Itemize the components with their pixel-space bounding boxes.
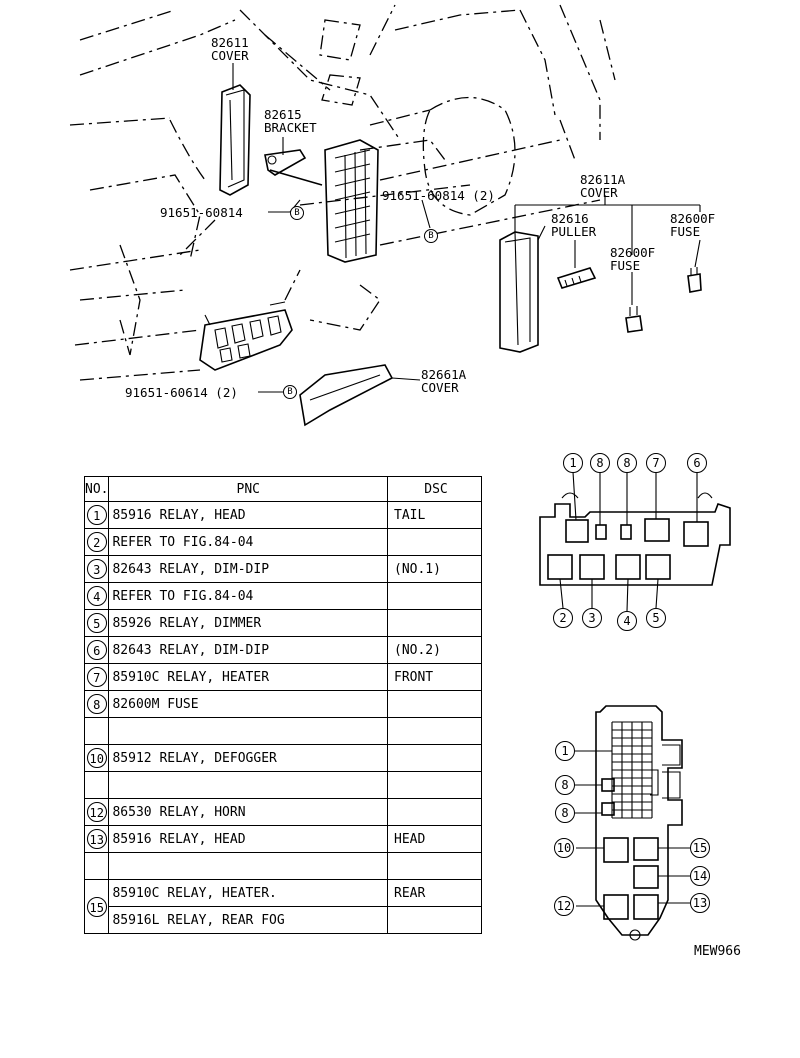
row-dsc (387, 717, 482, 745)
row-number-badge: 2 (86, 532, 107, 552)
row-pnc: REFER TO FIG.84-04 (108, 582, 388, 610)
table-row (83, 771, 482, 799)
upper-bottom-number-badge: 2 (553, 608, 573, 628)
callout-cover-a-pnc: 82611A (580, 172, 626, 187)
lower-right-number-badge: 14 (690, 866, 710, 886)
row-pnc: 82643 RELAY, DIM-DIP (108, 636, 388, 664)
table-row: 85916L RELAY, REAR FOG (85, 906, 482, 934)
callout-bolt-left-mark: B (290, 206, 304, 220)
upper-bottom-number-badge: 4 (617, 611, 637, 631)
row-dsc: FRONT (387, 663, 482, 691)
row-pnc: 85916 RELAY, HEAD (108, 501, 388, 529)
upper-top-number-badge: 8 (590, 453, 610, 473)
callout-bolt-bottom-pnc: 91651-60614 (2) (125, 385, 238, 400)
lower-left-number-badge: 8 (555, 803, 575, 823)
lower-left-number-badge: 8 (555, 775, 575, 795)
row-dsc (387, 798, 482, 826)
row-number-badge: 12 (86, 802, 107, 822)
upper-top-number-badge: 1 (563, 453, 583, 473)
upper-bottom-number-badge: 3 (582, 608, 602, 628)
callout-puller-pnc: 82616 (551, 211, 589, 226)
figure-code: MEW966 (694, 944, 741, 959)
callout-cover-bottom-name: COVER (421, 380, 459, 395)
callout-cover-name: COVER (211, 48, 249, 63)
callout-bracket-pnc: 82615 (264, 107, 302, 122)
row-no-cell: 1 (83, 501, 110, 529)
row-no-cell: 6 (83, 636, 110, 664)
row-dsc (387, 690, 482, 718)
row-number-badge: 15 (86, 896, 107, 917)
header-pnc: PNC (108, 476, 388, 502)
exploded-diagram (69, 4, 702, 427)
row-number-badge: 1 (86, 505, 107, 525)
row-pnc: 85916L RELAY, REAR FOG (108, 906, 388, 934)
row-pnc (108, 852, 388, 880)
row-pnc: 82600M FUSE (108, 690, 388, 718)
row-number-badge: 7 (86, 667, 107, 687)
row-number-badge: 4 (86, 586, 107, 606)
callout-cover-a-name: COVER (580, 185, 618, 200)
row-no-cell: 15 (83, 879, 110, 934)
row-number-badge: 6 (86, 640, 107, 660)
lower-right-number-badge: 13 (690, 893, 710, 913)
lower-right-number-badge: 15 (690, 838, 710, 858)
lower-left-number-badge: 1 (555, 741, 575, 761)
callout-bolt-bottom-mark: B (283, 385, 297, 399)
callout-puller-name: PULLER (551, 224, 597, 239)
row-pnc: REFER TO FIG.84-04 (108, 528, 388, 556)
callout-fuse-right-pnc: 82600F (670, 211, 716, 226)
row-number-badge: 10 (86, 748, 107, 768)
row-dsc (387, 852, 482, 880)
row-dsc (387, 906, 482, 934)
row-no-cell: 4 (83, 582, 110, 610)
lower-fuse-block (575, 705, 690, 941)
upper-top-number-badge: 8 (617, 453, 637, 473)
row-pnc: 85910C RELAY, HEATER (108, 663, 388, 691)
upper-top-number-badge: 7 (646, 453, 666, 473)
row-no-cell: 7 (83, 663, 110, 691)
row-no-cell (83, 717, 110, 745)
callout-fuse-mid-name: FUSE (610, 258, 641, 273)
lower-left-number-badge: 12 (554, 896, 574, 916)
callout-cover-pnc: 82611 (211, 35, 249, 50)
row-no-cell: 5 (83, 609, 110, 637)
row-pnc: 85910C RELAY, HEATER. (108, 879, 388, 907)
callout-bolt-left-pnc: 91651-60814 (160, 205, 243, 220)
row-no-cell: 10 (83, 744, 110, 772)
callout-bolt-right-pnc: 91651-60814 (2) (382, 188, 495, 203)
row-dsc: REAR (387, 879, 482, 907)
row-dsc: (NO.2) (387, 636, 482, 664)
row-pnc: 85926 RELAY, DIMMER (108, 609, 388, 637)
row-pnc (108, 771, 388, 799)
row-dsc: (NO.1) (387, 555, 482, 583)
row-dsc (387, 582, 482, 610)
row-number-badge: 8 (86, 694, 107, 714)
row-no-cell: 2 (83, 528, 110, 556)
row-pnc: 85912 RELAY, DEFOGGER (108, 744, 388, 772)
row-number-badge: 13 (86, 829, 107, 849)
row-number-badge: 5 (86, 613, 107, 633)
callout-bolt-right-mark: B (424, 229, 438, 243)
row-number-badge: 3 (86, 559, 107, 579)
callout-cover-bottom-pnc: 82661A (421, 367, 467, 382)
callout-bracket-name: BRACKET (264, 120, 317, 135)
callout-fuse-right-name: FUSE (670, 224, 701, 239)
upper-bottom-number-badge: 5 (646, 608, 666, 628)
upper-top-number-badge: 6 (687, 453, 707, 473)
callout-fuse-mid-pnc: 82600F (610, 245, 656, 260)
lower-left-number-badge: 10 (554, 838, 574, 858)
row-pnc: 85916 RELAY, HEAD (108, 825, 388, 853)
upper-relay-block (539, 471, 731, 612)
